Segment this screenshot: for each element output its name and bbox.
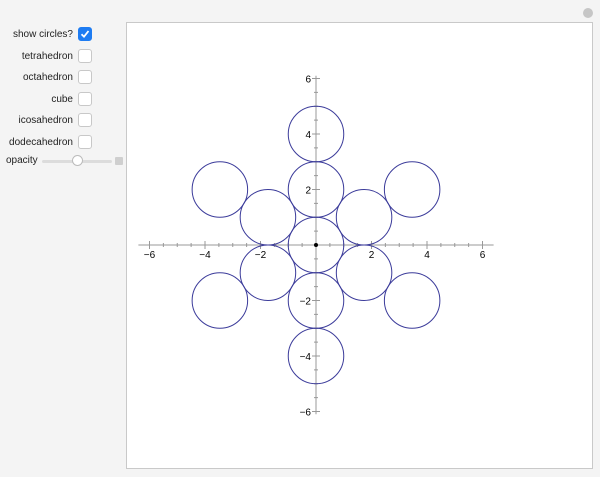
icosahedron-checkbox[interactable] bbox=[78, 113, 92, 127]
opacity-slider-thumb[interactable] bbox=[72, 155, 83, 166]
dodecahedron-checkbox[interactable] bbox=[78, 135, 92, 149]
slider-expand-icon[interactable] bbox=[115, 157, 123, 165]
svg-text:−2: −2 bbox=[300, 297, 312, 308]
circle-packing-plot: −6 −4 −2 2 4 6 6 4 2 −2 −4 −6 bbox=[138, 75, 494, 419]
svg-text:6: 6 bbox=[305, 75, 311, 86]
show-circles-checkbox[interactable] bbox=[78, 27, 92, 41]
control-show-circles[interactable]: show circles? bbox=[0, 25, 92, 43]
control-cube[interactable]: cube bbox=[0, 90, 92, 108]
add-bookmark-icon[interactable] bbox=[583, 8, 593, 18]
cube-checkbox[interactable] bbox=[78, 92, 92, 106]
svg-text:−4: −4 bbox=[300, 352, 312, 363]
octahedron-checkbox[interactable] bbox=[78, 70, 92, 84]
control-tetrahedron[interactable]: tetrahedron bbox=[0, 47, 92, 65]
tetrahedron-checkbox[interactable] bbox=[78, 49, 92, 63]
svg-text:−2: −2 bbox=[255, 250, 267, 261]
control-dodecahedron[interactable]: dodecahedron bbox=[0, 133, 92, 151]
svg-text:−6: −6 bbox=[144, 250, 156, 261]
svg-text:4: 4 bbox=[305, 130, 311, 141]
control-octahedron[interactable]: octahedron bbox=[0, 68, 92, 86]
plot-panel: −6 −4 −2 2 4 6 6 4 2 −2 −4 −6 bbox=[126, 22, 593, 469]
opacity-label: opacity bbox=[6, 155, 38, 166]
svg-text:2: 2 bbox=[305, 186, 311, 197]
checkmark-icon bbox=[80, 30, 90, 39]
svg-text:4: 4 bbox=[424, 250, 430, 261]
svg-text:−4: −4 bbox=[199, 250, 211, 261]
svg-text:6: 6 bbox=[480, 250, 486, 261]
svg-text:−6: −6 bbox=[300, 408, 312, 419]
svg-text:2: 2 bbox=[369, 250, 375, 261]
control-icosahedron[interactable]: icosahedron bbox=[0, 111, 92, 129]
